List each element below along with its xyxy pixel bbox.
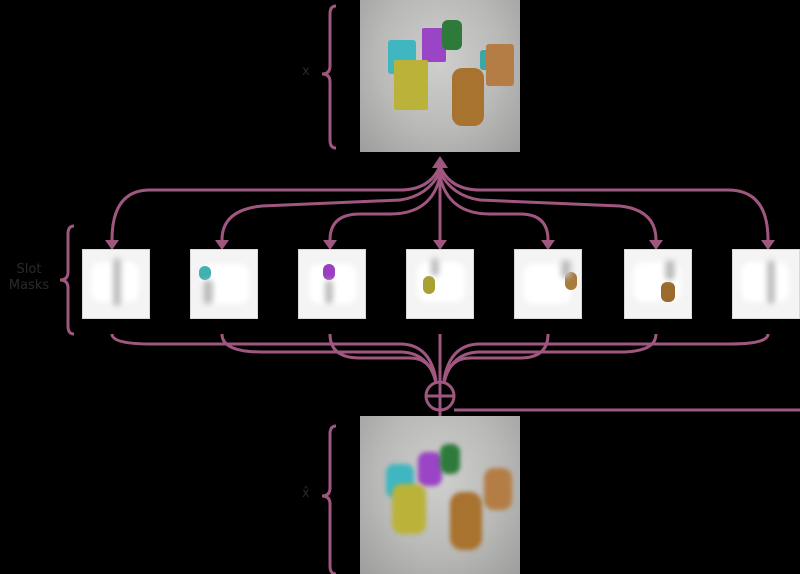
bronze-cylinder — [452, 68, 484, 126]
conv-7 — [442, 333, 770, 381]
arrow-5 — [541, 240, 555, 250]
arrow-2 — [215, 240, 229, 250]
input-image — [360, 0, 520, 152]
slots-bracket — [59, 224, 75, 336]
arrow-1 — [105, 240, 119, 250]
slot-object — [423, 276, 435, 294]
slot-mask-1 — [82, 249, 150, 319]
arrow-6 — [649, 240, 663, 250]
arrow-4 — [433, 240, 447, 250]
fan-2 — [220, 171, 442, 241]
slot-mask-6 — [624, 249, 692, 319]
input-label: x — [302, 64, 310, 79]
input-bracket — [321, 4, 337, 150]
green-cylinder — [442, 20, 462, 50]
output-bracket — [321, 424, 337, 574]
slot-mask-4 — [406, 249, 474, 319]
output-image — [360, 416, 520, 574]
slot-mask-3 — [298, 249, 366, 319]
slot-masks-label: Slot Masks — [8, 262, 50, 293]
conv-3 — [328, 333, 438, 385]
slot-mask-5 — [514, 249, 582, 319]
slot-object — [661, 282, 675, 302]
slot-object — [323, 264, 335, 280]
fan-1 — [110, 165, 442, 241]
arrow-top — [432, 156, 448, 168]
arrow-3 — [323, 240, 337, 250]
fan-6 — [438, 171, 658, 241]
conv-1 — [110, 333, 438, 381]
green-blob — [440, 444, 460, 474]
bronze-blob — [450, 492, 482, 550]
output-label: x̂ — [302, 486, 310, 501]
slot-mask-2 — [190, 249, 258, 319]
fan-5 — [438, 175, 550, 241]
tan-blob — [484, 468, 512, 510]
tan-cube — [486, 44, 514, 86]
arrow-7 — [761, 240, 775, 250]
yellow-blob — [392, 484, 426, 534]
yellow-cube — [394, 60, 428, 110]
slot-mask-7 — [732, 249, 800, 319]
fan-7 — [438, 165, 770, 241]
fan-3 — [328, 175, 442, 241]
slot-object — [199, 266, 211, 280]
purple-blob — [418, 452, 442, 486]
